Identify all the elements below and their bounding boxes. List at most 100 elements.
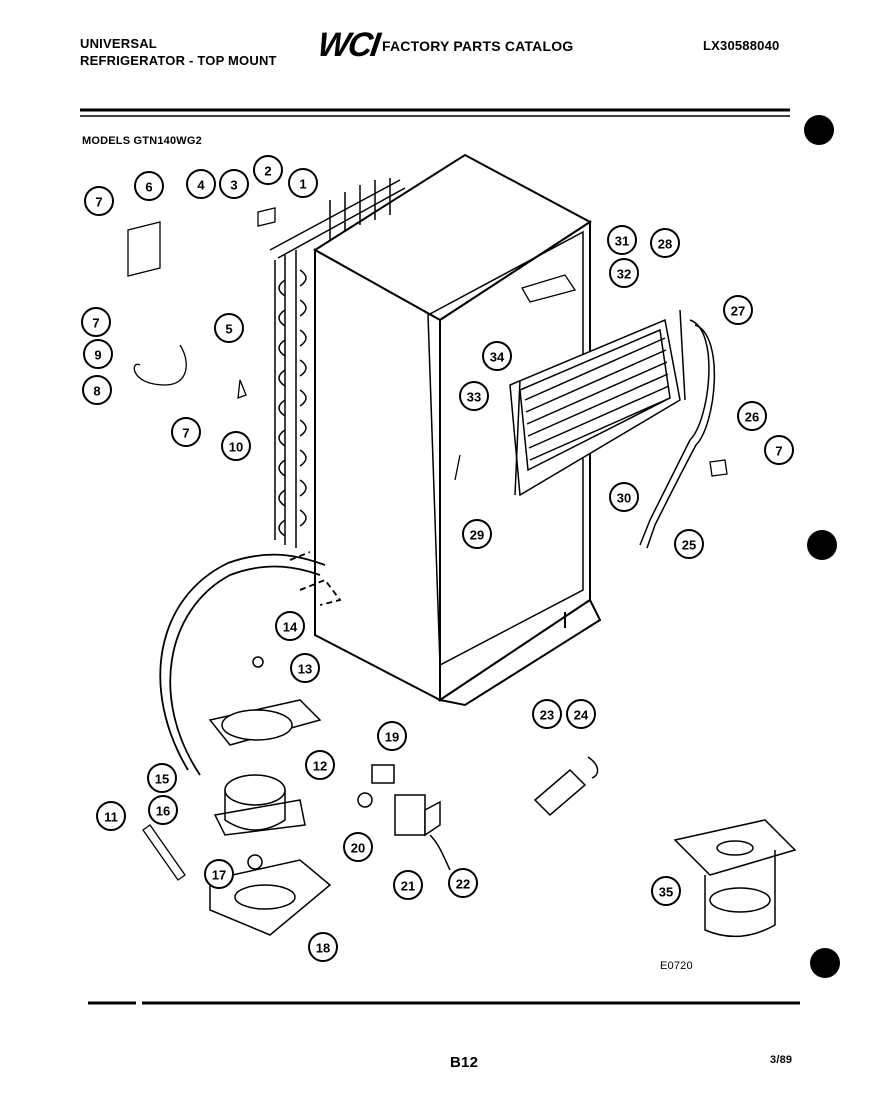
callout-19: 19 <box>377 721 407 751</box>
callout-circle <box>148 795 178 825</box>
callout-number: 13 <box>298 662 312 677</box>
relay-and-capacitor <box>357 764 451 871</box>
heater-tube <box>639 319 716 549</box>
callout-number: 17 <box>212 868 226 883</box>
callout-22: 22 <box>448 868 478 898</box>
callout-circle <box>609 258 639 288</box>
refrigerator-cabinet <box>313 153 602 707</box>
print-date: 3/89 <box>770 1054 793 1066</box>
brand-line-2: REFRIGERATOR - TOP MOUNT <box>80 53 277 68</box>
callout-24: 24 <box>566 699 596 729</box>
callout-16: 16 <box>148 795 178 825</box>
callout-number: 27 <box>731 304 745 319</box>
callout-circle <box>393 870 423 900</box>
callout-circle <box>147 763 177 793</box>
callout-number: 6 <box>145 180 152 195</box>
callout-number: 35 <box>659 885 673 900</box>
callout-18: 18 <box>308 932 338 962</box>
callout-15: 15 <box>147 763 177 793</box>
callout-1: 1 <box>288 168 318 198</box>
callout-circle <box>482 341 512 371</box>
callout-circle <box>186 169 216 199</box>
callout-circle <box>290 653 320 683</box>
callout-number: 32 <box>617 267 631 282</box>
callout-circle <box>81 307 111 337</box>
callout-11: 11 <box>96 801 126 831</box>
callout-circle <box>221 431 251 461</box>
callout-number: 20 <box>351 841 365 856</box>
callout-circle <box>204 859 234 889</box>
callout-10: 10 <box>221 431 251 461</box>
callout-20: 20 <box>343 832 373 862</box>
misc-small-parts <box>127 207 728 881</box>
callout-circle <box>96 801 126 831</box>
callout-number: 10 <box>229 440 243 455</box>
callout-9: 9 <box>83 339 113 369</box>
callout-circle <box>134 171 164 201</box>
callout-5: 5 <box>214 313 244 343</box>
figure-code: E0720 <box>660 960 693 972</box>
callout-circle <box>651 876 681 906</box>
callout-circle <box>377 721 407 751</box>
overload-protector <box>533 756 599 817</box>
callout-number: 4 <box>197 178 205 193</box>
evaporator-assembly <box>509 309 686 497</box>
callout-circle <box>609 482 639 512</box>
callout-4: 4 <box>186 169 216 199</box>
callout-30: 30 <box>609 482 639 512</box>
callout-3: 3 <box>219 169 249 199</box>
callout-number: 24 <box>574 708 589 723</box>
callout-number: 29 <box>470 528 484 543</box>
page-number: B12 <box>450 1054 479 1071</box>
callout-35: 35 <box>651 876 681 906</box>
callout-circle <box>214 313 244 343</box>
callout-number: 7 <box>182 426 189 441</box>
callout-25: 25 <box>674 529 704 559</box>
inset-compressor-detail <box>673 819 797 938</box>
callout-circle <box>343 832 373 862</box>
callout-circle <box>764 435 794 465</box>
callout-7: 7 <box>84 186 114 216</box>
compressor <box>208 656 332 936</box>
callout-number: 11 <box>104 810 118 825</box>
callout-28: 28 <box>650 228 680 258</box>
callout-circle <box>82 375 112 405</box>
callout-14: 14 <box>275 611 305 641</box>
callout-circle <box>607 225 637 255</box>
callout-31: 31 <box>607 225 637 255</box>
callout-number: 15 <box>155 772 169 787</box>
callout-number: 22 <box>456 877 470 892</box>
callout-6: 6 <box>134 171 164 201</box>
callout-number: 21 <box>401 879 415 894</box>
callout-7-4: 7 <box>764 435 794 465</box>
callout-circle <box>308 932 338 962</box>
callout-circle <box>171 417 201 447</box>
callout-circle <box>288 168 318 198</box>
callout-2: 2 <box>253 155 283 185</box>
callout-26: 26 <box>737 401 767 431</box>
models-label: MODELS GTN140WG2 <box>82 135 202 147</box>
callout-circle <box>83 339 113 369</box>
callout-number: 34 <box>490 350 505 365</box>
callout-circle <box>462 519 492 549</box>
callout-33: 33 <box>459 381 489 411</box>
condenser-coil <box>269 178 406 548</box>
callout-circle <box>253 155 283 185</box>
callout-number: 28 <box>658 237 672 252</box>
binding-holes <box>804 115 840 978</box>
callout-7-2: 7 <box>81 307 111 337</box>
catalog-number: LX30588040 <box>703 38 780 53</box>
callout-number: 12 <box>313 759 327 774</box>
callout-circle <box>532 699 562 729</box>
brand-line-1: UNIVERSAL <box>80 36 157 51</box>
callout-number: 8 <box>93 384 100 399</box>
callout-27: 27 <box>723 295 753 325</box>
callout-circle <box>459 381 489 411</box>
callout-7-3: 7 <box>171 417 201 447</box>
callout-32: 32 <box>609 258 639 288</box>
callout-number: 7 <box>92 316 99 331</box>
callout-13: 13 <box>290 653 320 683</box>
callout-circle <box>723 295 753 325</box>
